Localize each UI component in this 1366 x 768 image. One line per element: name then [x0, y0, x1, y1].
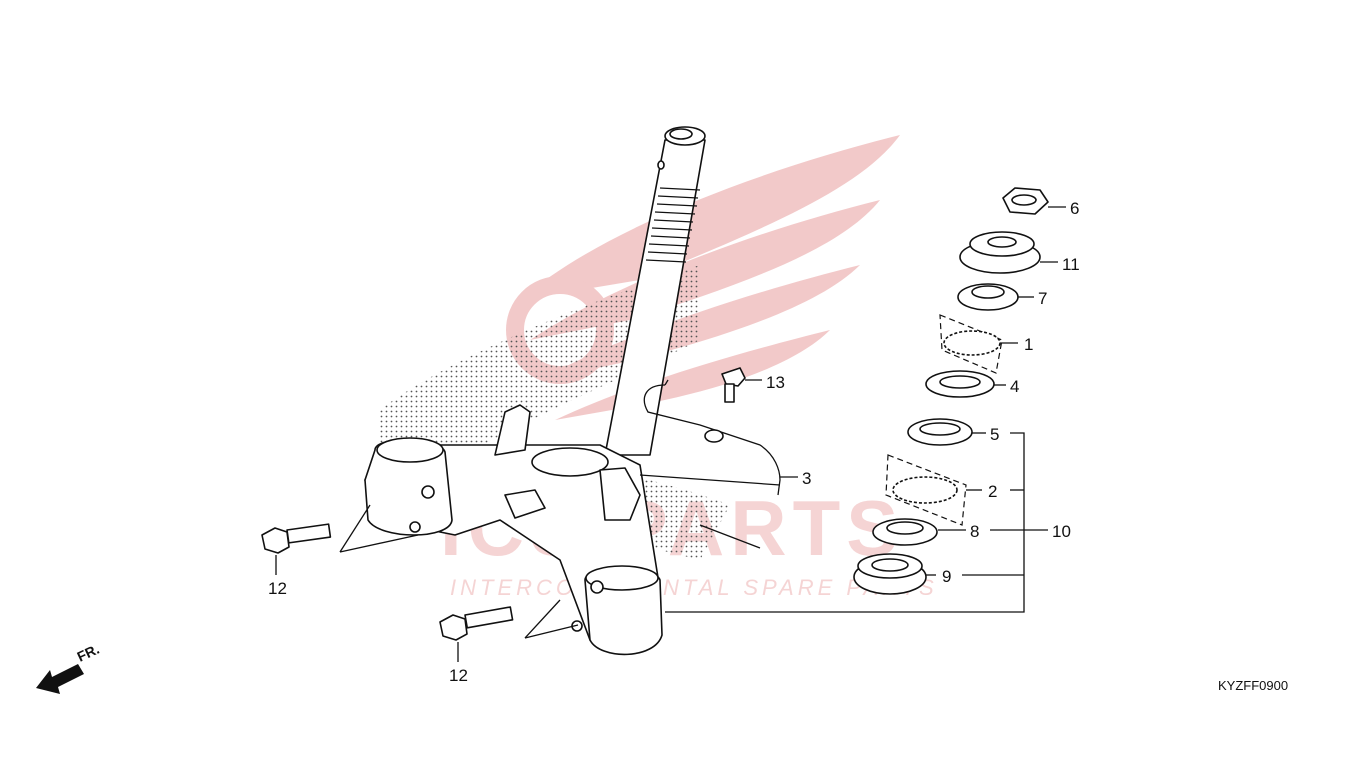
ball-race-2-icon [885, 454, 967, 526]
inner-race-8-icon [872, 518, 938, 546]
callout-7: 7 [1038, 289, 1047, 308]
callout-13: 13 [766, 373, 785, 392]
callout-5: 5 [990, 425, 999, 444]
bolt-13-icon [721, 367, 746, 403]
lower-bracket [364, 404, 663, 656]
callout-11: 11 [1062, 255, 1080, 274]
diagram-code: KYZFF0900 [1218, 678, 1288, 693]
shading-dots [380, 265, 700, 470]
inner-race-7-icon [957, 283, 1019, 311]
front-arrow-icon [36, 664, 84, 694]
callout-6: 6 [1070, 199, 1079, 218]
callout-2: 2 [988, 482, 997, 501]
outer-race-5-icon [907, 418, 973, 446]
hose-guide [643, 379, 781, 496]
callout-10: 10 [1052, 522, 1071, 541]
callout-8: 8 [970, 522, 979, 541]
callout-4: 4 [1010, 377, 1019, 396]
callouts: 6 11 7 1 4 13 5 3 2 8 10 9 12 12 [268, 199, 1080, 685]
dust-seal-9-icon [853, 553, 927, 595]
callout-9: 9 [942, 567, 951, 586]
nut-6-icon [1002, 187, 1049, 215]
ball-race-1-icon [939, 314, 1003, 374]
front-label: FR. [75, 641, 102, 665]
watermark-tagline: INTERCONTINENTAL SPARE PARTS [450, 575, 938, 600]
callout-12-upper: 12 [268, 579, 287, 598]
cone-race-11-icon [959, 231, 1041, 274]
leader-lines [275, 206, 1066, 662]
outer-race-4-icon [925, 370, 995, 398]
callout-1: 1 [1024, 335, 1033, 354]
callout-3: 3 [802, 469, 811, 488]
front-direction: FR. [36, 641, 102, 694]
callout-12-lower: 12 [449, 666, 468, 685]
steering-stem [604, 126, 706, 456]
bolt-12-lower-icon [439, 606, 514, 641]
bolt-12-upper-icon [261, 523, 332, 554]
